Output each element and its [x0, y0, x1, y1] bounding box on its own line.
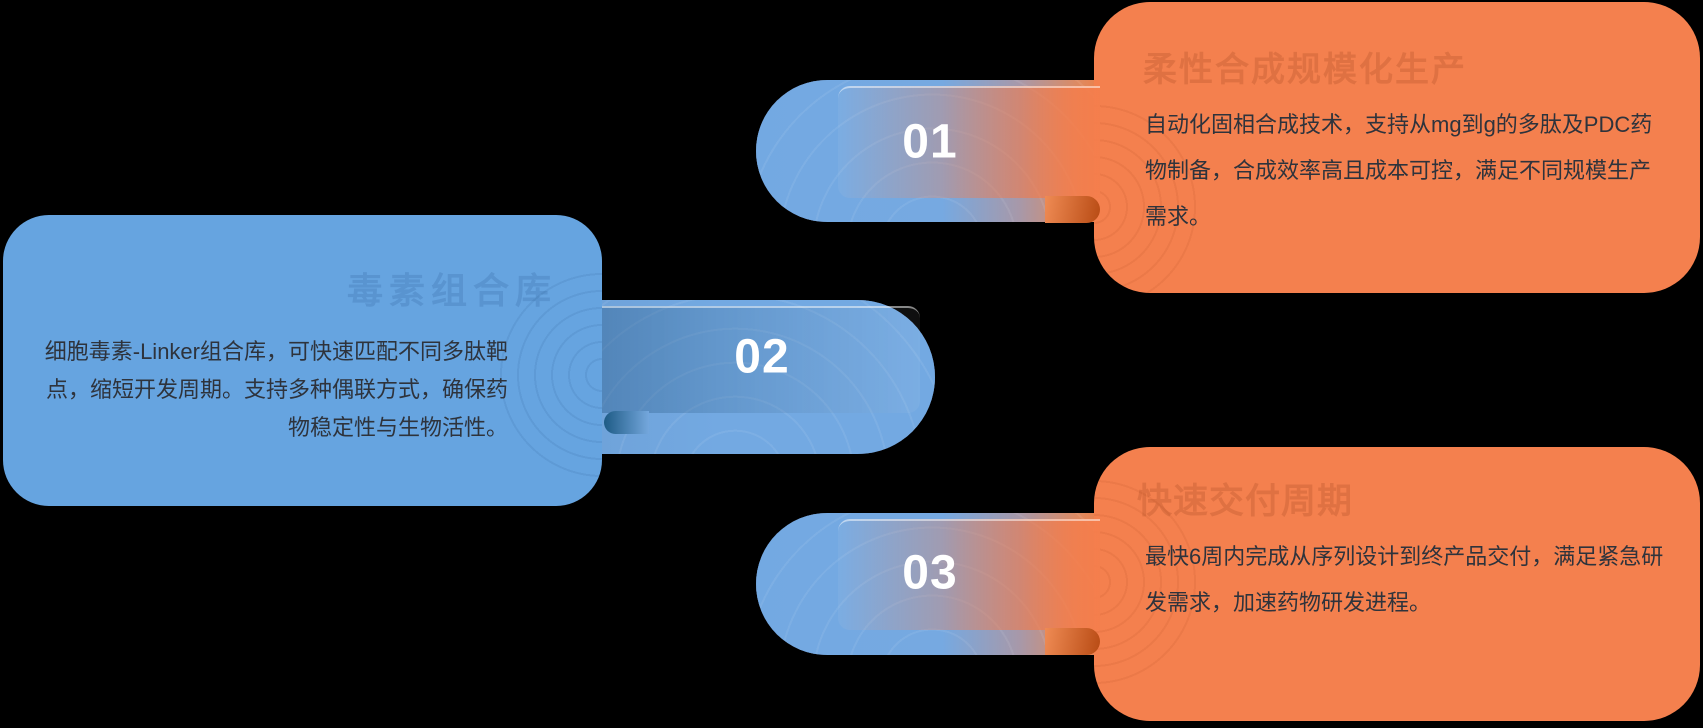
step-pill-body-02 — [602, 300, 935, 454]
card-ghost-title-02: 毒素组合库 — [347, 270, 558, 311]
card-ghost-title-03: 快速交付周期 — [1137, 482, 1354, 521]
card-description-03: 最快6周内完成从序列设计到终产品交付，满足紧急研发需求，加速药物研发进程。 — [1145, 544, 1664, 615]
step-number-03: 03 — [902, 546, 958, 600]
step-number-02: 02 — [734, 330, 790, 384]
connector-tab-03 — [1045, 628, 1100, 655]
connector-tab-01 — [1045, 196, 1100, 223]
pill-glass-panel-01 — [838, 86, 1100, 198]
card-description-01: 自动化固相合成技术，支持从mg到g的多肽及PDC药物制备，合成效率高且成本可控，… — [1145, 112, 1653, 229]
pill-glass-panel-02 — [602, 306, 920, 413]
connector-tab-02 — [604, 411, 649, 434]
advantage-card-03: 快速交付周期 最快6周内完成从序列设计到终产品交付，满足紧急研发需求，加速药物研… — [1094, 447, 1700, 721]
advantage-card-02: 毒素组合库 细胞毒素-Linker组合库，可快速匹配不同多肽靶点，缩短开发周期。… — [3, 215, 602, 506]
card-description-02: 细胞毒素-Linker组合库，可快速匹配不同多肽靶点，缩短开发周期。支持多种偶联… — [44, 339, 508, 440]
pill-glass-panel-03 — [838, 519, 1100, 630]
card-ghost-title-01: 柔性合成规模化生产 — [1143, 51, 1467, 89]
step-number-01: 01 — [902, 115, 958, 169]
advantage-card-01: 柔性合成规模化生产 自动化固相合成技术，支持从mg到g的多肽及PDC药物制备，合… — [1094, 2, 1700, 293]
